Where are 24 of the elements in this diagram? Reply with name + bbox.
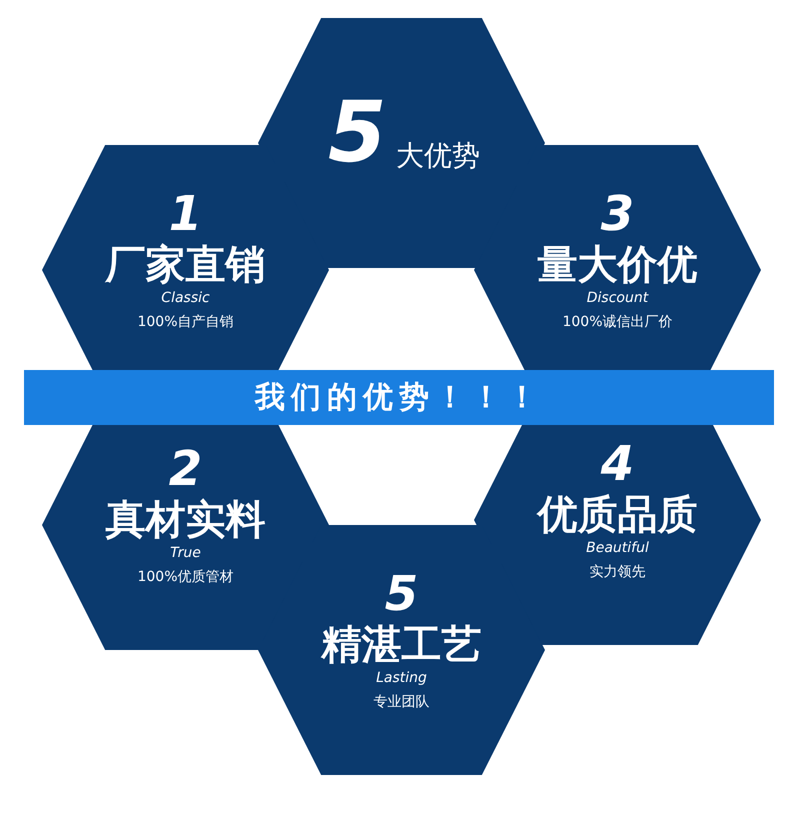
number-heading: 2 [168,445,202,493]
title-text: 真材实料 [106,500,266,540]
title-text: 大优势 [396,142,480,170]
description-text: 100%自产自销 [137,315,234,329]
english-subtitle: Beautiful [586,541,649,555]
number-heading: 1 [168,190,202,238]
description-text: 100%优质管材 [137,570,234,584]
banner-title: 我们的优势！！！ [255,379,543,417]
description-text: 专业团队 [374,695,430,709]
english-subtitle: Discount [586,291,648,305]
number-heading: 5 [384,570,418,618]
banner-bar [24,370,774,425]
number-heading: 4 [600,440,634,488]
title-text: 厂家直销 [106,245,266,285]
english-subtitle: Classic [161,291,210,305]
number-heading: 5 [328,90,386,174]
english-subtitle: True [170,546,201,560]
title-text: 优质品质 [538,495,698,535]
english-subtitle: Lasting [376,671,427,685]
title-text: 量大价优 [538,245,698,285]
title-text: 精湛工艺 [322,625,482,665]
description-text: 100%诚信出厂价 [562,315,673,329]
number-heading: 3 [600,190,634,238]
description-text: 实力领先 [590,565,646,579]
